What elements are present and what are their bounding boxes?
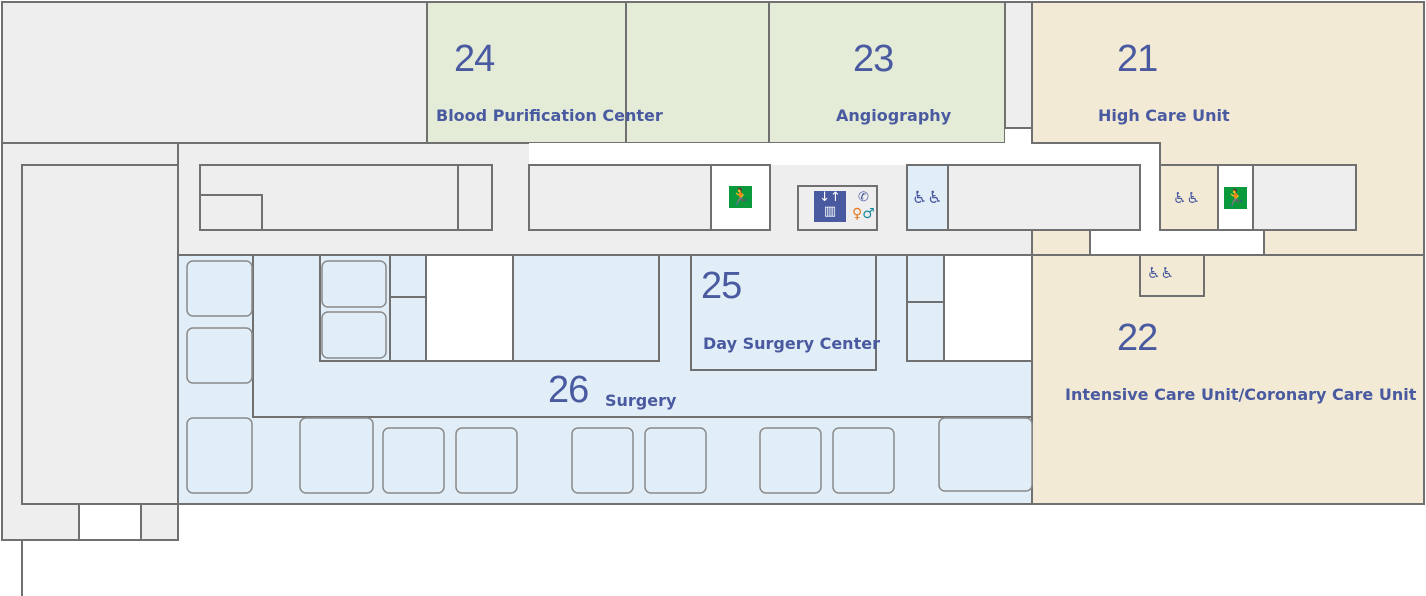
room-21-name[interactable]: High Care Unit bbox=[1098, 106, 1230, 125]
room-23-number: 23 bbox=[853, 38, 894, 80]
room-23-name[interactable]: Angiography bbox=[836, 106, 952, 125]
room-24 bbox=[426, 1, 627, 144]
room-22 bbox=[1031, 254, 1425, 505]
waiting-area-icon: ♿♿ bbox=[1147, 264, 1174, 282]
room-26-number: 26 bbox=[548, 369, 589, 411]
room-general-top-left bbox=[1, 1, 428, 144]
room-25-name[interactable]: Day Surgery Center bbox=[703, 334, 880, 353]
room-24-name[interactable]: Blood Purification Center bbox=[436, 106, 663, 125]
waiting-area-icon: ♿♿ bbox=[912, 188, 943, 208]
emergency-exit-icon: 🏃 bbox=[729, 186, 752, 208]
restroom-icon: ♀♂ bbox=[852, 206, 875, 222]
emergency-exit-icon: 🏃 bbox=[1224, 187, 1247, 209]
room-22-name[interactable]: Intensive Care Unit/Coronary Care Unit bbox=[1065, 385, 1417, 404]
room-21-number: 21 bbox=[1117, 38, 1158, 80]
room-24-number: 24 bbox=[454, 38, 495, 80]
room-25 bbox=[690, 254, 877, 371]
waiting-area-icon: ♿♿ bbox=[1173, 189, 1200, 207]
room-22-number: 22 bbox=[1117, 317, 1158, 359]
room-25-number: 25 bbox=[701, 265, 742, 307]
telephone-icon: ✆ bbox=[858, 190, 869, 205]
room-23 bbox=[768, 1, 1006, 144]
elevator-icon: ↓↑▥ bbox=[814, 191, 846, 222]
room-26-name[interactable]: Surgery bbox=[605, 391, 677, 410]
